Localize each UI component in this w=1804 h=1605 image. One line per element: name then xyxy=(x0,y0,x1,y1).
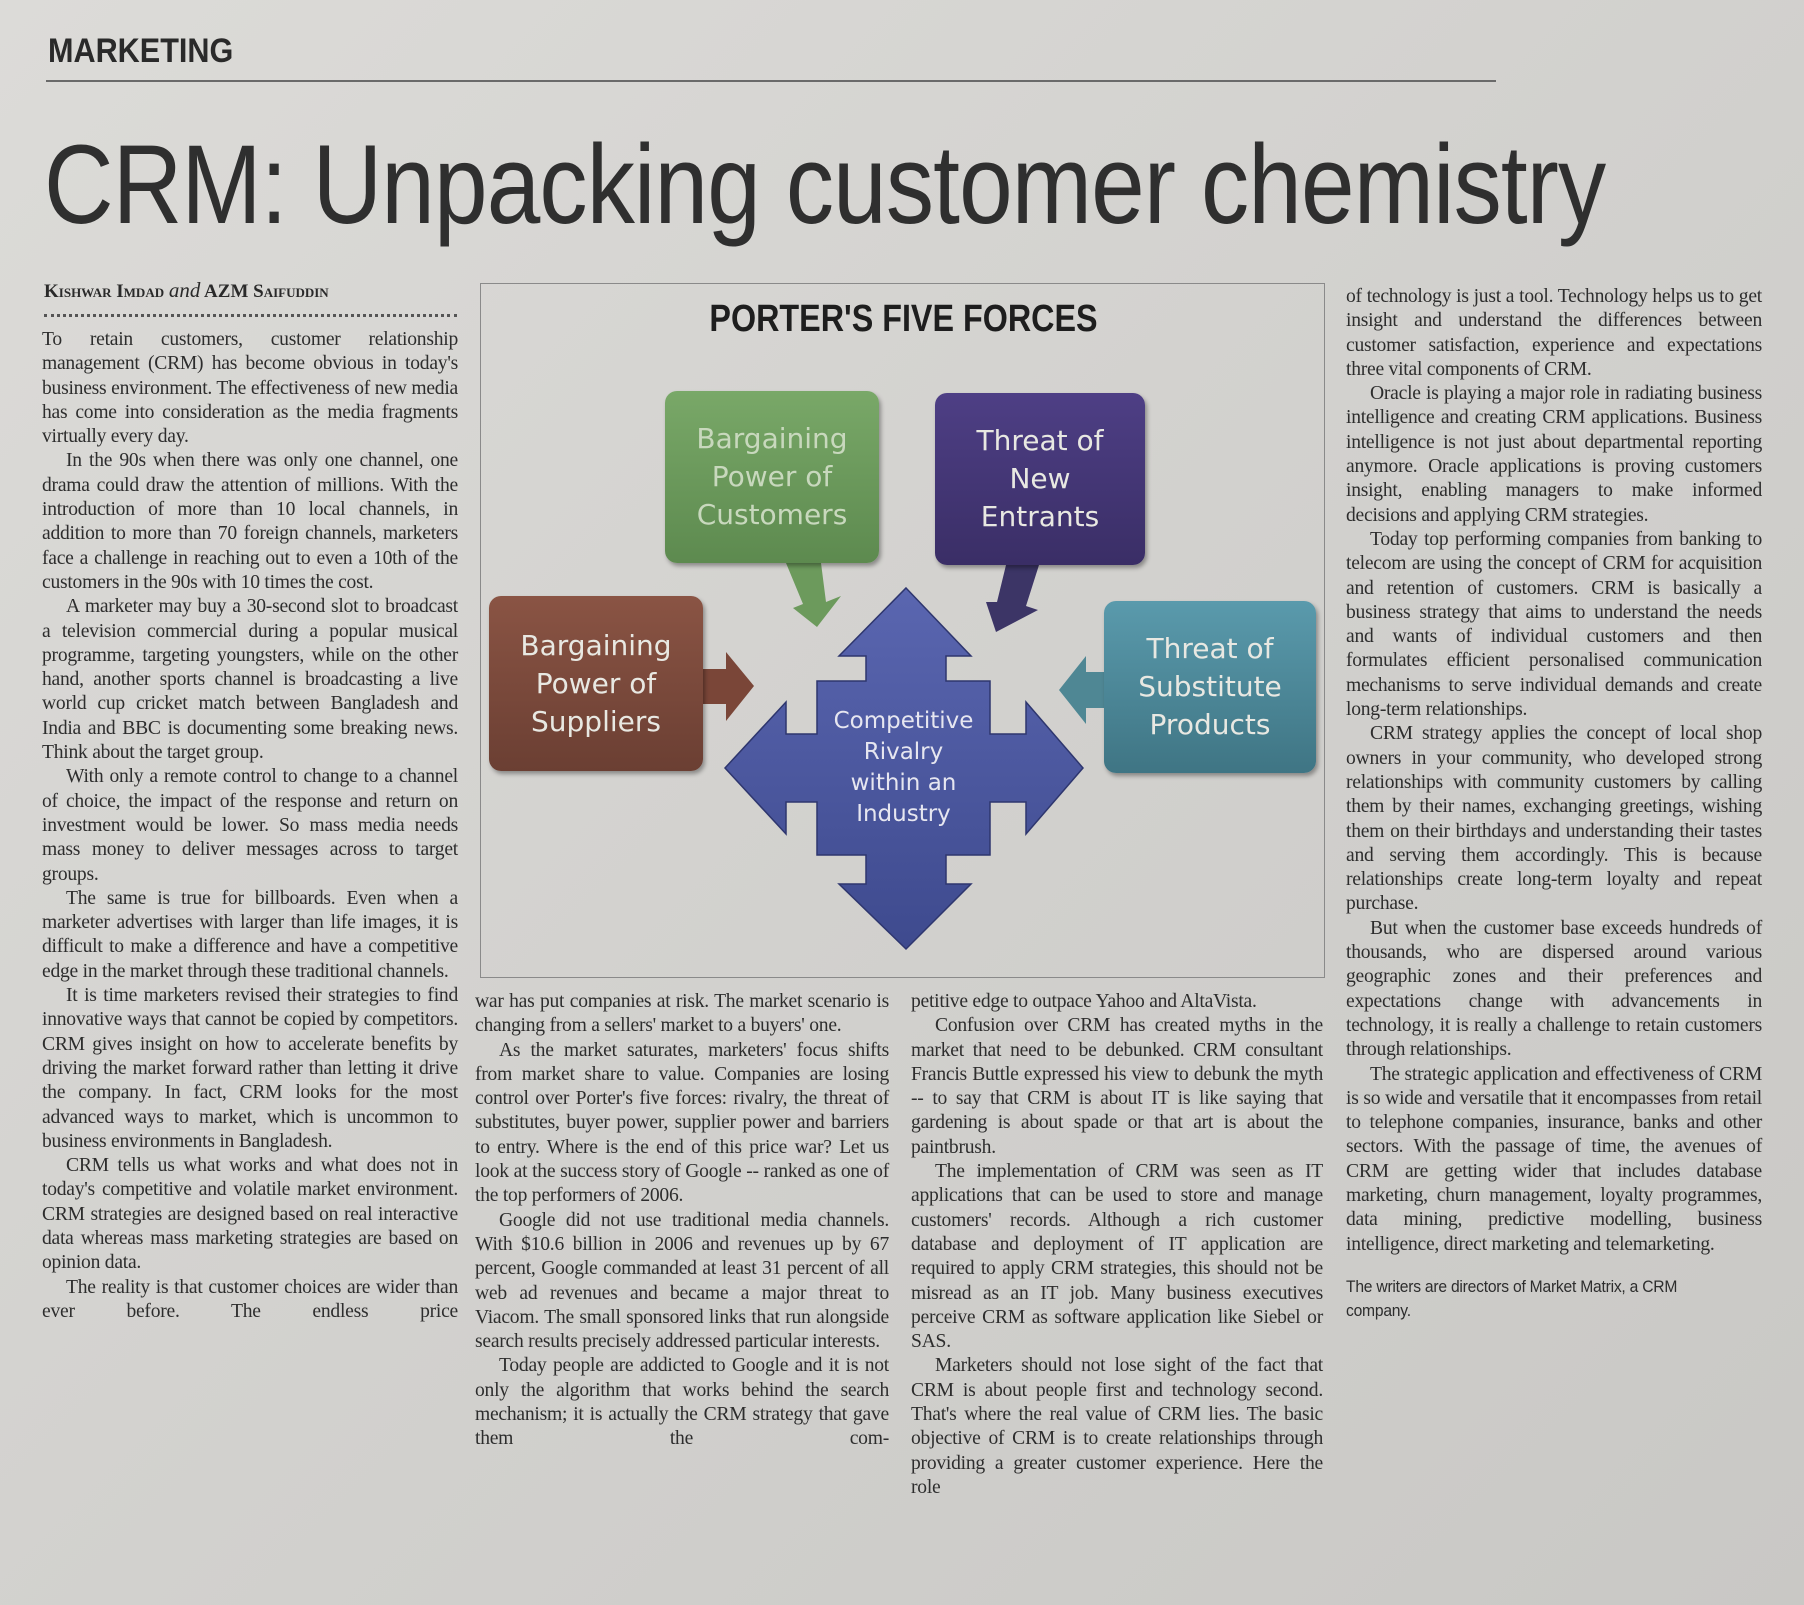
article-paragraph: But when the customer base exceeds hundr… xyxy=(1346,917,1762,1061)
article-column-4: of technology is just a tool. Technology… xyxy=(1346,285,1762,1323)
author-note: The writers are directors of Market Matr… xyxy=(1346,1276,1678,1320)
article-paragraph: The implementation of CRM was seen as IT… xyxy=(911,1161,1323,1353)
article-paragraph: of technology is just a tool. Technology… xyxy=(1346,286,1762,380)
byline-and: and xyxy=(168,278,201,302)
article-paragraph: A marketer may buy a 30-second slot to b… xyxy=(42,596,458,764)
article-paragraph: Today people are addicted to Google and … xyxy=(475,1355,889,1450)
force-threat-new-entrants: Threat of New Entrants xyxy=(935,393,1145,565)
force-bargaining-power-customers: Bargaining Power of Customers xyxy=(665,391,879,563)
force-label: Competitive Rivalry within an Industry xyxy=(833,708,974,827)
article-paragraph: war has put companies at risk. The marke… xyxy=(475,991,889,1037)
article-paragraph: petitive edge to outpace Yahoo and AltaV… xyxy=(911,991,1257,1012)
force-threat-substitutes: Threat of Substitute Products xyxy=(1104,601,1316,773)
rivalry-cross-arrow xyxy=(723,586,1084,951)
article-paragraph: With only a remote control to change to … xyxy=(42,766,458,885)
article-paragraph: Today top performing companies from bank… xyxy=(1346,528,1762,721)
force-bargaining-power-suppliers: Bargaining Power of Suppliers xyxy=(489,596,703,771)
headline: CRM: Unpacking customer chemistry xyxy=(44,122,1606,247)
article-paragraph: Oracle is playing a major role in radiat… xyxy=(1346,383,1762,526)
section-rule xyxy=(46,80,1496,82)
article-paragraph: Marketers should not lose sight of the f… xyxy=(911,1355,1323,1498)
entrants-arrow xyxy=(986,565,1039,632)
diagram-arrows xyxy=(703,563,1104,951)
article-paragraph: CRM strategy applies the concept of loca… xyxy=(1346,723,1762,915)
article-paragraph: In the 90s when there was only one chann… xyxy=(42,450,458,593)
article-paragraph: Confusion over CRM has created myths in … xyxy=(911,1015,1323,1158)
byline-divider xyxy=(44,314,457,317)
article-column-3: petitive edge to outpace Yahoo and AltaV… xyxy=(911,990,1323,1500)
article-column-2: war has put companies at risk. The marke… xyxy=(475,990,889,1452)
article-paragraph: CRM tells us what works and what does no… xyxy=(42,1155,458,1274)
article-paragraph: Google did not use traditional media cha… xyxy=(475,1209,889,1353)
article-paragraph: The strategic application and effectiven… xyxy=(1346,1063,1762,1255)
byline: Kishwar Imdad and AZM Saifuddin xyxy=(44,278,329,303)
force-competitive-rivalry: Competitive Rivalry within an Industry xyxy=(817,681,990,855)
force-label: Bargaining Power of Customers xyxy=(696,422,848,531)
article-paragraph: To retain customers, customer relationsh… xyxy=(42,329,458,448)
substitutes-arrow xyxy=(1059,656,1104,724)
customers-arrow xyxy=(786,563,841,627)
force-label: Threat of New Entrants xyxy=(976,424,1104,533)
article-paragraph: The same is true for billboards. Even wh… xyxy=(42,887,458,982)
diagram-title: PORTER'S FIVE FORCES xyxy=(709,298,1098,340)
author-1: Kishwar Imdad xyxy=(44,281,165,302)
author-2: AZM Saifuddin xyxy=(204,281,329,302)
force-label: Threat of Substitute Products xyxy=(1138,632,1282,741)
section-label: MARKETING xyxy=(48,32,234,70)
porters-five-forces-diagram: PORTER'S FIVE FORCES Bargaining Power of… xyxy=(480,283,1325,978)
force-label: Bargaining Power of Suppliers xyxy=(520,628,672,738)
suppliers-arrow xyxy=(703,652,754,721)
article-column-1: To retain customers, customer relationsh… xyxy=(42,328,458,1324)
article-paragraph: It is time marketers revised their strat… xyxy=(42,985,458,1152)
article-paragraph: As the market saturates, marketers' focu… xyxy=(475,1039,889,1207)
article-paragraph: The reality is that customer choices are… xyxy=(42,1276,458,1322)
